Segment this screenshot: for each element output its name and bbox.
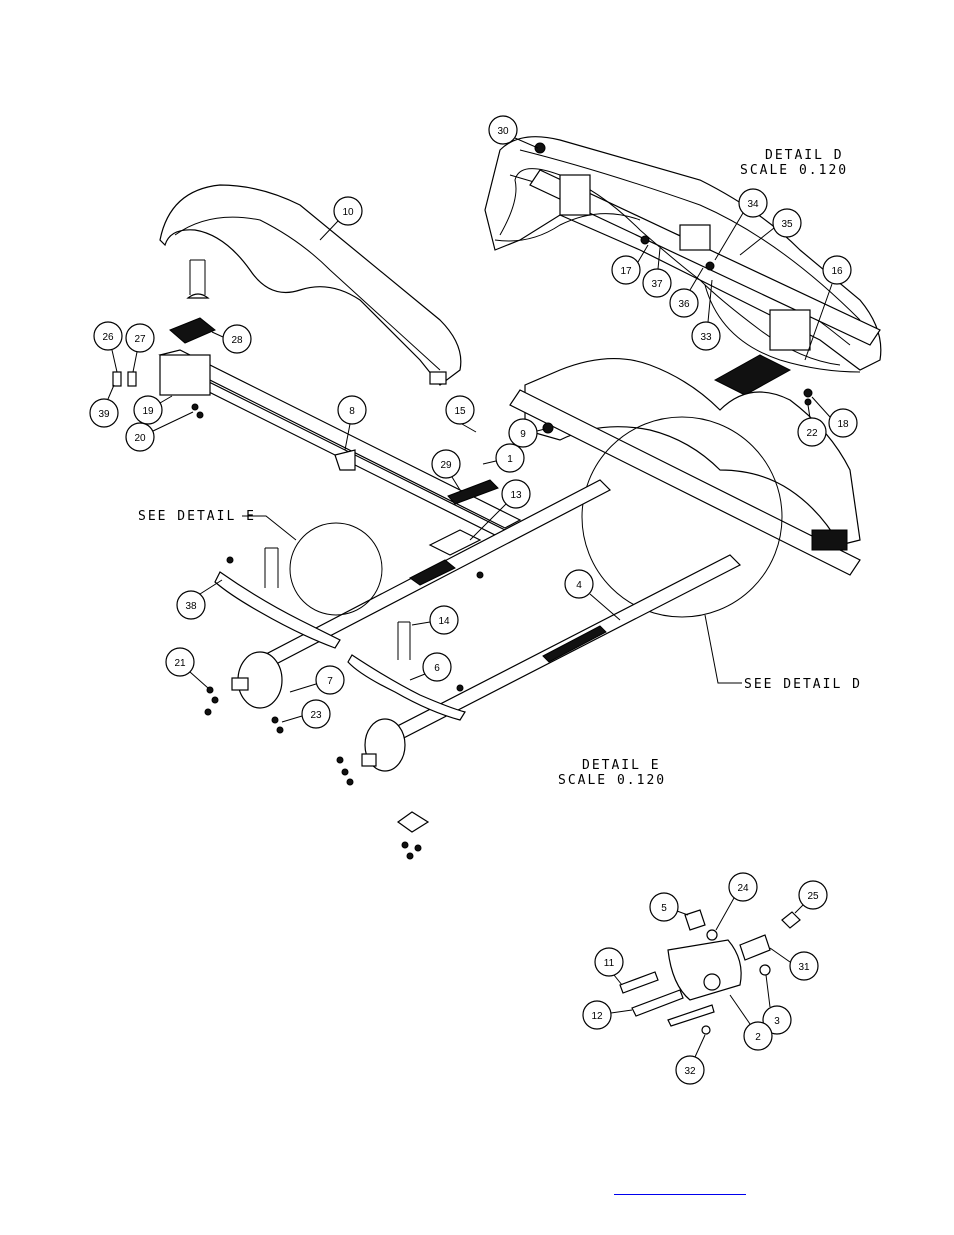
callout-8: 8 [337,395,367,451]
callout-30-label: 30 [497,126,509,137]
callout-3-label: 3 [774,1016,780,1027]
callout-20-label: 20 [134,433,146,444]
detail-e-scale: SCALE 0.120 [558,773,666,788]
callout-7-label: 7 [327,676,333,687]
callout-12: 12 [582,1000,633,1030]
callout-32-label: 32 [684,1066,696,1077]
callout-35-label: 35 [781,219,793,230]
callout-38-label: 38 [185,601,197,612]
callout-19: 19 [133,395,173,425]
callout-9: 9 [508,418,546,448]
callout-37-label: 37 [651,279,663,290]
callout-29: 29 [431,449,461,491]
callout-1-label: 1 [507,454,513,465]
callout-14-label: 14 [438,616,450,627]
callout-8-label: 8 [349,406,355,417]
callout-29-label: 29 [440,460,452,471]
callout-21: 21 [165,647,209,689]
callout-30: 30 [488,115,539,149]
callout-25: 25 [794,880,828,914]
callout-39-label: 39 [98,409,110,420]
callout-33-label: 33 [700,332,712,343]
callout-26: 26 [93,321,123,373]
callout-23: 23 [281,699,331,729]
callout-34: 34 [714,188,768,261]
callout-20: 20 [125,411,194,452]
callout-19-label: 19 [142,406,154,417]
leader-detail-d [704,614,742,684]
callout-2-label: 2 [755,1032,761,1043]
callout-36-label: 36 [678,299,690,310]
callout-22-label: 22 [806,428,818,439]
detail-d-assembly [484,136,882,406]
callout-18-label: 18 [837,419,849,430]
callout-35: 35 [739,208,802,256]
callout-5: 5 [649,892,689,922]
callout-4-label: 4 [576,580,582,591]
see-detail-e-label: SEE DETAIL E [138,509,256,524]
callout-18: 18 [811,396,858,438]
detail-d-scale: SCALE 0.120 [740,163,848,178]
callout-5-label: 5 [661,903,667,914]
callout-14: 14 [411,605,459,635]
callout-24-label: 24 [737,883,749,894]
callout-21-label: 21 [174,658,186,669]
callout-3: 3 [762,974,792,1035]
detail-e-exploded [619,909,801,1035]
main-trailer-axle-assembly [112,184,861,860]
callout-37: 37 [642,247,672,298]
see-detail-d-label: SEE DETAIL D [744,677,862,692]
callout-15-label: 15 [454,406,466,417]
callout-31: 31 [769,947,819,981]
callout-17-label: 17 [620,266,632,277]
callout-28: 28 [211,324,252,354]
callout-6: 6 [409,652,452,682]
callout-17: 17 [611,244,649,285]
callout-15: 15 [445,395,477,433]
callout-23-label: 23 [310,710,322,721]
callout-16-label: 16 [831,266,843,277]
callout-25-label: 25 [807,891,819,902]
callout-7: 7 [289,665,345,695]
callout-27-label: 27 [134,334,146,345]
callout-10-label: 10 [342,207,354,218]
detail-d-title: DETAIL D [765,148,844,163]
callout-28-label: 28 [231,335,243,346]
callout-22: 22 [797,404,827,447]
callout-13-label: 13 [510,490,522,501]
callout-33: 33 [691,279,721,351]
callout-6-label: 6 [434,663,440,674]
footer-link[interactable] [614,1180,746,1195]
callout-12-label: 12 [591,1011,603,1022]
callout-16: 16 [804,255,852,361]
callout-11: 11 [594,947,624,986]
callout-31-label: 31 [798,962,810,973]
callout-24: 24 [715,872,758,931]
detail-e-title: DETAIL E [582,758,661,773]
callout-38: 38 [176,579,223,620]
callout-11-label: 11 [604,958,615,969]
callout-36: 36 [669,267,704,318]
callout-26-label: 26 [102,332,114,343]
callout-1: 1 [482,443,525,473]
callout-32: 32 [675,1034,706,1085]
leader-detail-e [242,515,297,541]
callout-4: 4 [564,569,621,621]
callout-balloons: 30 34 35 17 37 36 33 16 22 18 10 28 26 2… [89,115,858,1085]
callout-39: 39 [89,384,119,428]
callout-13: 13 [469,479,531,541]
callout-34-label: 34 [747,199,759,210]
callout-9-label: 9 [520,429,526,440]
callout-2: 2 [729,994,773,1051]
callout-27: 27 [125,323,155,373]
callout-10: 10 [319,196,363,241]
